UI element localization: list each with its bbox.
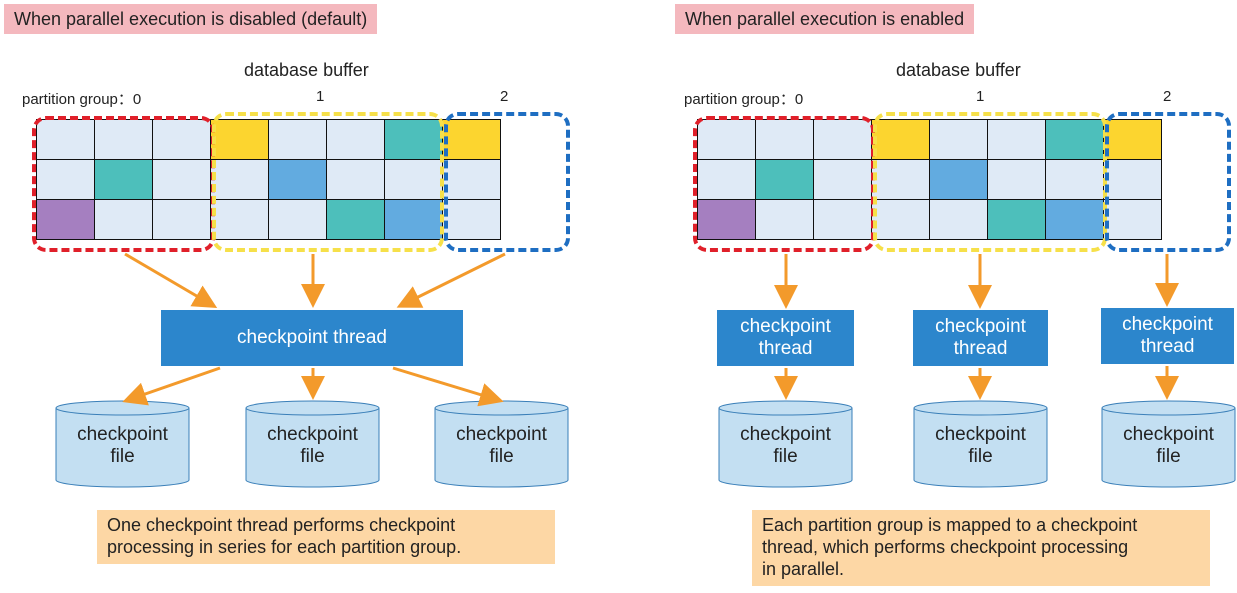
right-file-2: checkpoint file — [1101, 400, 1236, 488]
buffer-cell — [756, 200, 814, 240]
right-buffer-grid — [697, 119, 1162, 240]
buffer-cell — [269, 200, 327, 240]
file-label: checkpoint file — [77, 424, 168, 467]
buffer-cell — [327, 120, 385, 160]
right-note: Each partition group is mapped to a chec… — [752, 510, 1210, 586]
buffer-cell — [814, 200, 872, 240]
arrow-left-thread-to-file0 — [122, 366, 221, 406]
database-cylinder-icon — [55, 400, 190, 488]
left-group-label-1: 1 — [316, 88, 325, 105]
left-group-label-0: partition group：0 — [22, 91, 142, 108]
arrow-left-group2-to-thread — [396, 252, 506, 308]
left-checkpoint-thread: checkpoint thread — [161, 310, 463, 366]
left-file-2: checkpoint file — [434, 400, 569, 488]
database-cylinder-icon — [1101, 400, 1236, 488]
buffer-cell — [930, 160, 988, 200]
file-label: checkpoint file — [740, 424, 831, 467]
right-file-0: checkpoint file — [718, 400, 853, 488]
left-group-outline-1 — [212, 112, 444, 252]
buffer-cell — [443, 120, 501, 160]
buffer-cell — [327, 160, 385, 200]
database-cylinder-icon — [718, 400, 853, 488]
left-note: One checkpoint thread performs checkpoin… — [97, 510, 555, 564]
buffer-cell — [756, 120, 814, 160]
buffer-cell — [872, 160, 930, 200]
left-file-1: checkpoint file — [245, 400, 380, 488]
arrow-left-group0-to-thread — [124, 252, 218, 309]
buffer-cell — [930, 120, 988, 160]
buffer-cell — [443, 160, 501, 200]
buffer-cell — [37, 160, 95, 200]
right-group-label-0: partition group：0 — [684, 91, 804, 108]
buffer-cell — [1046, 200, 1104, 240]
buffer-cell — [698, 200, 756, 240]
buffer-cell — [153, 200, 211, 240]
left-title: When parallel execution is disabled (def… — [4, 4, 378, 34]
buffer-cell — [37, 120, 95, 160]
buffer-cell — [385, 120, 443, 160]
right-file-1: checkpoint file — [913, 400, 1048, 488]
left-group-label-2: 2 — [500, 88, 509, 105]
buffer-cell — [269, 120, 327, 160]
right-buffer-label: database buffer — [896, 60, 1021, 80]
file-label: checkpoint file — [1123, 424, 1214, 467]
buffer-cell — [756, 160, 814, 200]
buffer-cell — [385, 200, 443, 240]
buffer-cell — [211, 160, 269, 200]
buffer-cell — [211, 120, 269, 160]
buffer-cell — [37, 200, 95, 240]
buffer-cell — [95, 160, 153, 200]
buffer-cell — [211, 200, 269, 240]
arrow-left-thread-to-file2 — [392, 366, 504, 407]
file-label: checkpoint file — [935, 424, 1026, 467]
right-group-outline-2 — [1105, 112, 1231, 252]
file-label: checkpoint file — [267, 424, 358, 467]
buffer-cell — [95, 120, 153, 160]
buffer-cell — [443, 200, 501, 240]
left-file-0: checkpoint file — [55, 400, 190, 488]
left-buffer-label: database buffer — [244, 60, 369, 80]
right-checkpoint-thread-0: checkpoint thread — [717, 310, 854, 366]
right-checkpoint-thread-1: checkpoint thread — [913, 310, 1048, 366]
left-buffer-grid — [36, 119, 501, 240]
buffer-cell — [1104, 200, 1162, 240]
buffer-cell — [1104, 120, 1162, 160]
buffer-cell — [698, 120, 756, 160]
buffer-cell — [1046, 160, 1104, 200]
buffer-cell — [930, 200, 988, 240]
right-title: When parallel execution is enabled — [675, 4, 975, 34]
right-group-label-1: 1 — [976, 88, 985, 105]
database-cylinder-icon — [913, 400, 1048, 488]
buffer-cell — [872, 200, 930, 240]
right-group-label-2: 2 — [1163, 88, 1172, 105]
buffer-cell — [95, 200, 153, 240]
buffer-cell — [988, 160, 1046, 200]
buffer-cell — [269, 160, 327, 200]
buffer-cell — [814, 120, 872, 160]
buffer-cell — [698, 160, 756, 200]
buffer-cell — [988, 200, 1046, 240]
buffer-cell — [988, 120, 1046, 160]
buffer-cell — [1104, 160, 1162, 200]
right-checkpoint-thread-2: checkpoint thread — [1101, 308, 1234, 364]
buffer-cell — [872, 120, 930, 160]
database-cylinder-icon — [245, 400, 380, 488]
buffer-cell — [153, 160, 211, 200]
left-group-outline-2 — [444, 112, 570, 252]
buffer-cell — [327, 200, 385, 240]
file-label: checkpoint file — [456, 424, 547, 467]
